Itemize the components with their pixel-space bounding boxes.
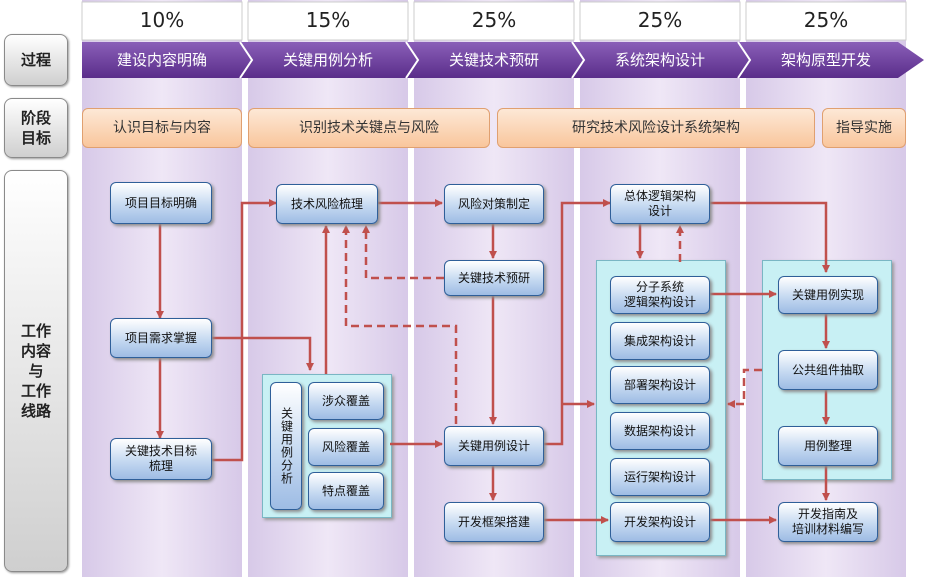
percentage-3: 25% — [471, 8, 517, 32]
phase-5: 架构原型开发 — [780, 51, 871, 69]
phase-1: 建设内容明确 — [116, 51, 207, 69]
box-key-uc-design: 关键用例设计 — [444, 426, 544, 466]
box-dev-arch: 开发架构设计 — [610, 502, 710, 542]
box-uc-organize: 用例整理 — [778, 426, 878, 466]
phase-2: 关键用例分析 — [282, 51, 373, 69]
box-subsystem-logic: 分子系统 逻辑架构设计 — [610, 276, 710, 314]
row-label-work: 工作 内容 与 工作 线路 — [4, 170, 68, 572]
row-label-stage-goal: 阶段 目标 — [4, 98, 68, 158]
percentage-4: 25% — [637, 8, 683, 32]
box-dev-framework: 开发框架搭建 — [444, 502, 544, 542]
percentage-1: 10% — [139, 8, 185, 32]
box-runtime-arch: 运行架构设计 — [610, 458, 710, 496]
box-project-req: 项目需求掌握 — [110, 318, 212, 358]
box-key-tech-goal: 关键技术目标 梳理 — [110, 438, 212, 480]
row-label-process: 过程 — [4, 34, 68, 86]
box-data-arch: 数据架构设计 — [610, 412, 710, 450]
box-risk-cover: 风险覆盖 — [308, 428, 384, 466]
box-project-goal: 项目目标明确 — [110, 182, 212, 224]
box-risk-strategy: 风险对策制定 — [444, 184, 544, 224]
box-deployment: 部署架构设计 — [610, 366, 710, 404]
box-involve-cover: 涉众覆盖 — [308, 382, 384, 420]
percentage-2: 15% — [305, 8, 351, 32]
box-key-uc-impl: 关键用例实现 — [778, 276, 878, 314]
goal-3: 研究技术风险设计系统架构 — [497, 108, 815, 148]
goal-4: 指导实施 — [822, 108, 906, 148]
box-dev-guide: 开发指南及 培训材料编写 — [778, 502, 878, 542]
box-overall-logic: 总体逻辑架构 设计 — [610, 184, 710, 224]
phase-4: 系统架构设计 — [614, 51, 705, 69]
box-tech-risk: 技术风险梳理 — [276, 184, 378, 224]
box-common-comp: 公共组件抽取 — [778, 350, 878, 390]
box-key-uc-analysis: 关键用例分析 — [270, 382, 302, 510]
box-feature-cover: 特点覆盖 — [308, 472, 384, 510]
goal-2: 识别技术关键点与风险 — [248, 108, 490, 148]
phase-3: 关键技术预研 — [448, 51, 539, 69]
column-bg-1 — [82, 0, 242, 577]
box-key-tech-research: 关键技术预研 — [444, 260, 544, 296]
goal-1: 认识目标与内容 — [82, 108, 242, 148]
box-integration: 集成架构设计 — [610, 322, 710, 360]
percentage-5: 25% — [803, 8, 849, 32]
